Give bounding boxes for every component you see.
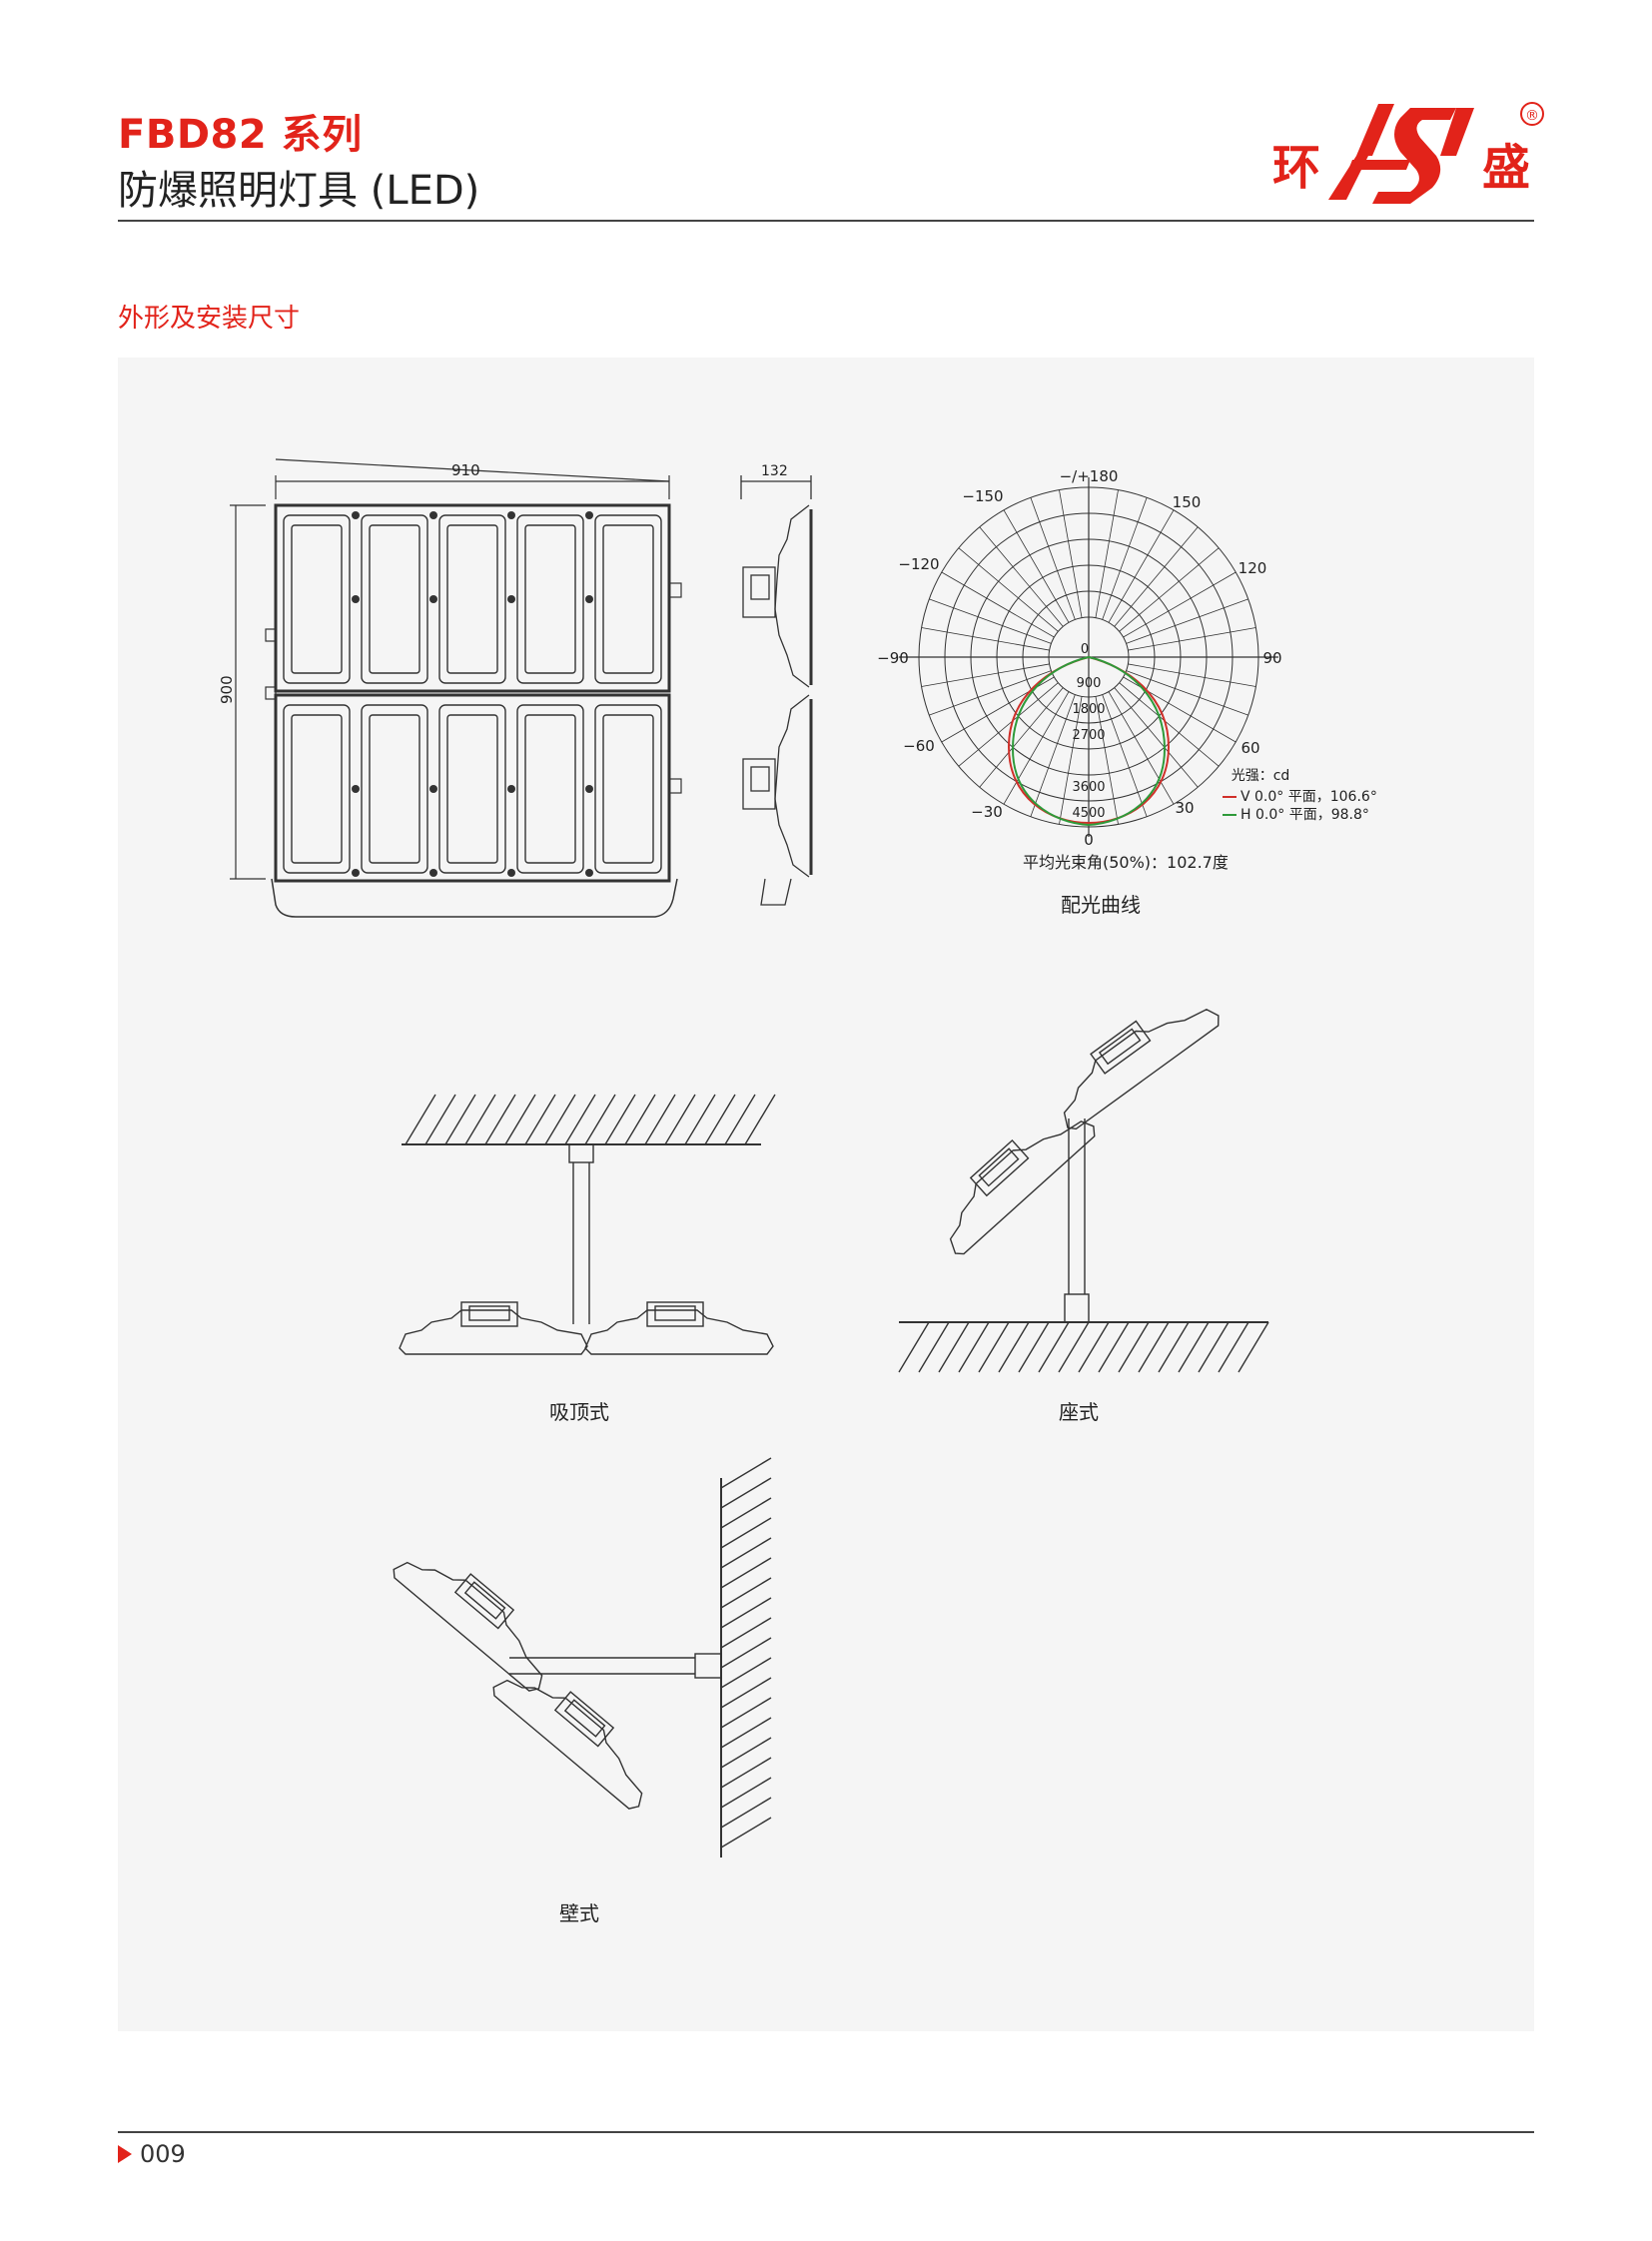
intensity-4500: 4500 — [1072, 806, 1105, 821]
dim-height: 900 — [218, 675, 236, 704]
seat-mount-drawing — [898, 1008, 1269, 1373]
page-number-text: 009 — [140, 2140, 186, 2168]
angle-l90: −90 — [877, 649, 909, 667]
angle-bottom: 0 — [1084, 831, 1094, 849]
registered-icon — [1520, 102, 1544, 126]
logo-right-char: 盛 — [1482, 140, 1530, 196]
angle-l150: −150 — [962, 487, 1003, 505]
front-view-drawing: 910 900 — [218, 458, 682, 918]
header-divider — [118, 220, 1534, 222]
beam-angle-note: 平均光束角(50%)：102.7度 — [1023, 853, 1229, 872]
section-title: 外形及安装尺寸 — [118, 304, 301, 334]
wall-mount-drawing — [393, 1457, 772, 1858]
unit-label: 光强：cd — [1232, 768, 1290, 784]
registered-mark: ® — [1525, 108, 1539, 124]
logo-mark-icon — [1328, 104, 1474, 204]
dim-width: 910 — [451, 461, 480, 479]
drawing-panel — [118, 358, 1534, 2031]
dim-depth: 132 — [761, 463, 788, 479]
angle-r30: 30 — [1175, 799, 1194, 817]
brand-logo: 环 盛 ® — [1272, 102, 1544, 204]
legend-v: V 0.0° 平面，106.6° — [1240, 789, 1377, 805]
series-title: FBD82 系列 — [118, 112, 363, 158]
wall-mount-label: 壁式 — [559, 1901, 599, 1925]
seat-mount-label: 座式 — [1059, 1400, 1099, 1424]
intensity-3600: 3600 — [1072, 780, 1105, 795]
angle-r150: 150 — [1173, 493, 1202, 511]
curve-v — [1007, 655, 1171, 825]
legend-h: H 0.0° 平面，98.8° — [1240, 807, 1369, 823]
product-subtitle: 防爆照明灯具 (LED) — [118, 168, 480, 214]
photometric-caption: 配光曲线 — [1061, 893, 1141, 917]
angle-r120: 120 — [1239, 559, 1267, 577]
intensity-900: 900 — [1077, 676, 1102, 691]
angle-r90: 90 — [1262, 649, 1281, 667]
ceiling-mount-label: 吸顶式 — [549, 1400, 609, 1424]
photometric-polar-diagram: 0 900 1800 2700 3600 4500 −/+180 −150 15… — [877, 467, 1377, 849]
side-view-drawing: 132 — [740, 463, 813, 906]
page-number: 009 — [118, 2140, 186, 2168]
footer-divider — [118, 2131, 1534, 2133]
intensity-0: 0 — [1081, 642, 1089, 657]
curve-h — [1011, 655, 1167, 827]
angle-r60: 60 — [1240, 739, 1259, 757]
intensity-1800: 1800 — [1072, 702, 1105, 717]
angle-l30: −30 — [971, 803, 1003, 821]
intensity-2700: 2700 — [1072, 728, 1105, 743]
angle-l120: −120 — [898, 555, 939, 573]
angle-top: −/+180 — [1060, 467, 1119, 485]
play-triangle-icon — [118, 2145, 132, 2163]
logo-left-char: 环 — [1272, 140, 1320, 196]
angle-l60: −60 — [903, 737, 935, 755]
ceiling-mount-drawing — [399, 1094, 776, 1355]
